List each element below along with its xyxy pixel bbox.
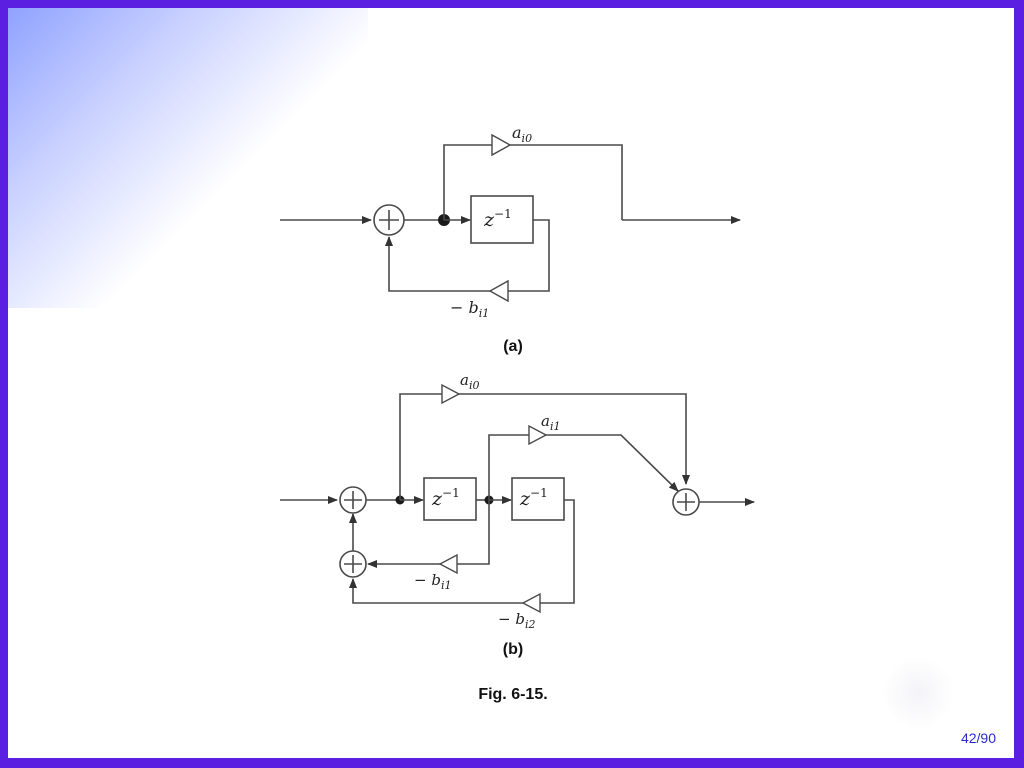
a-gain-a0-label: ai0 [512, 123, 532, 145]
slide: z−1 ai0 − bi1 [8, 8, 1014, 758]
block-diagram: z−1 ai0 − bi1 [280, 123, 755, 631]
b-gain-a0-label: ai0 [460, 371, 479, 392]
a-feedback-path [385, 219, 550, 292]
page-number[interactable]: 42/90 [960, 730, 996, 746]
b-gain-b2-label: − bi2 [498, 610, 535, 631]
b-feedback-b2-path [349, 499, 575, 604]
b-adder-bottom-node [339, 550, 367, 578]
corner-gradient [8, 8, 368, 308]
caption-a: (a) [503, 338, 523, 355]
b-gain-b2-triangle [521, 592, 541, 614]
b-gain-b1-label: − bi1 [414, 571, 451, 592]
b-feedback-b1-path [367, 500, 490, 568]
b-adder-top-node [339, 486, 367, 514]
b-gain-a1-triangle [528, 424, 548, 446]
a-gain-b1-triangle [488, 279, 509, 303]
b-feedforward-a1-path [488, 434, 679, 500]
b-output-adder-node [672, 488, 700, 516]
b-feedforward-a0-path [399, 393, 690, 500]
a-gain-b1-label: − bi1 [450, 298, 489, 320]
b-gain-a1-label: ai1 [541, 412, 560, 433]
diagram-b: z−1 z−1 ai0 ai1 [280, 371, 755, 631]
b-gain-a0-triangle [441, 383, 461, 405]
a-adder-node [373, 204, 405, 236]
figure-caption: Fig. 6-15. [478, 686, 548, 703]
diagram-a: z−1 ai0 − bi1 [280, 123, 741, 320]
b-delay-box-1 [423, 477, 477, 521]
b-delay-box-2 [511, 477, 565, 521]
a-feedforward-path [443, 144, 623, 220]
b-gain-b1-triangle [438, 553, 458, 575]
watermark [883, 658, 953, 728]
caption-b: (b) [502, 641, 524, 658]
a-gain-a0-triangle [491, 133, 512, 157]
a-delay-box [470, 195, 534, 244]
